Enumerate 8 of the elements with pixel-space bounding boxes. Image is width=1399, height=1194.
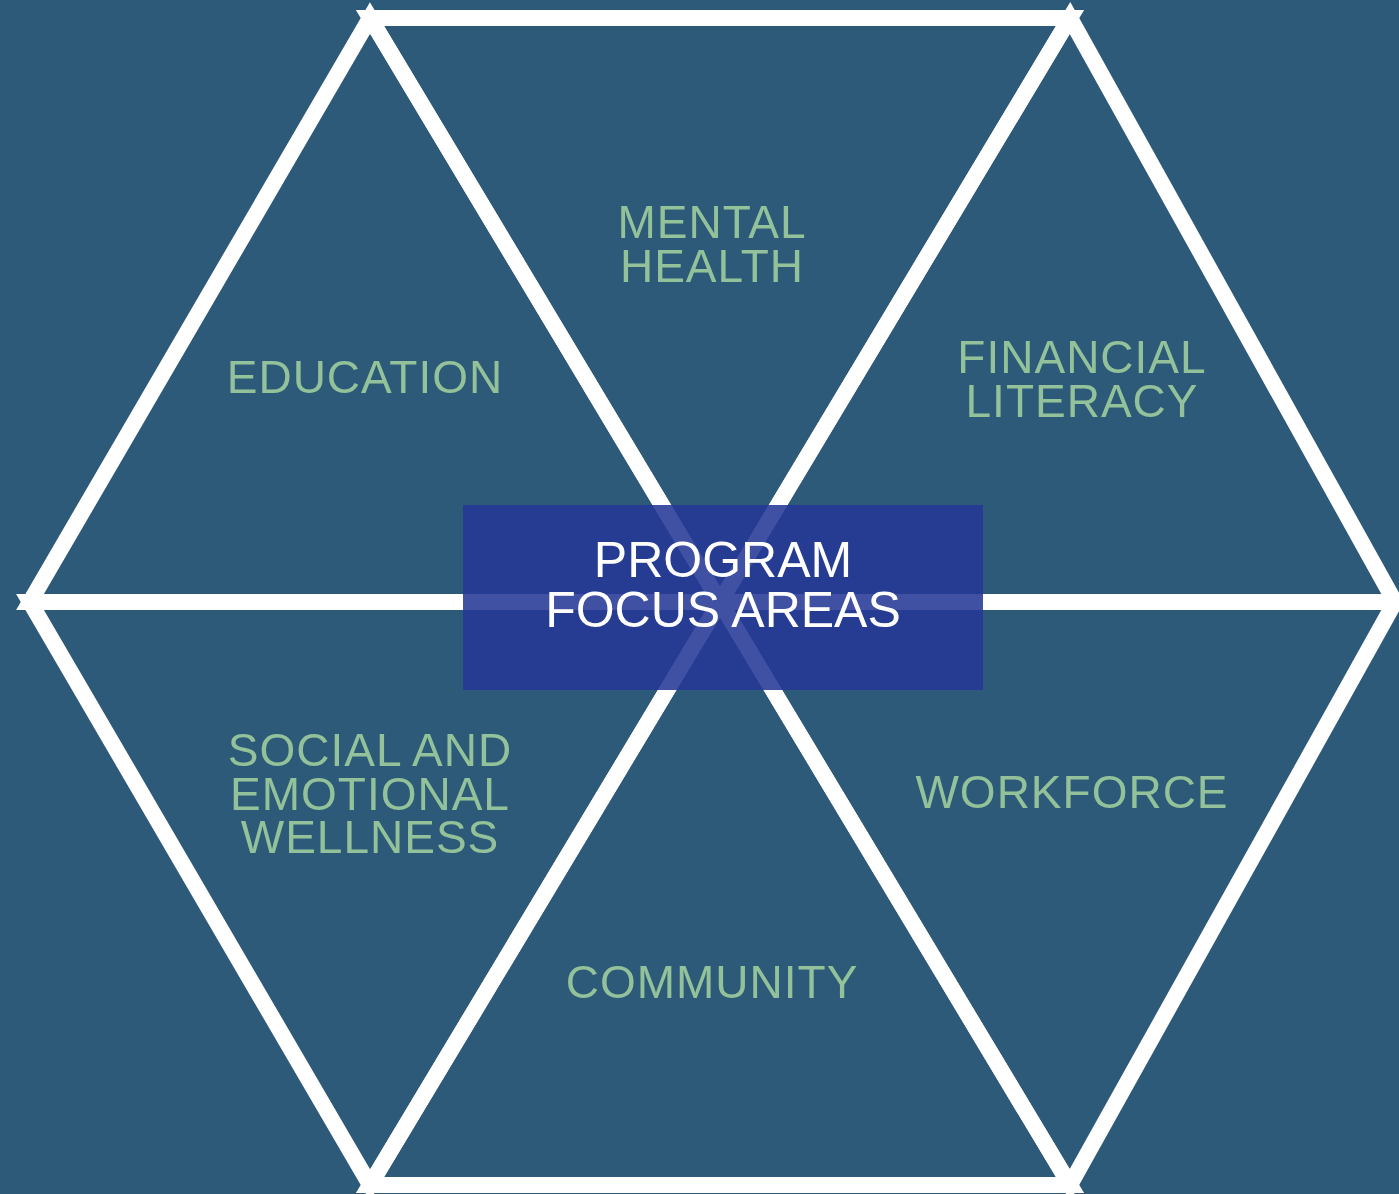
focus-area-label: EDUCATION — [225, 356, 505, 400]
focus-area-label: MENTAL HEALTH — [616, 201, 808, 289]
focus-area-label: WORKFORCE — [914, 771, 1230, 815]
title-text: PROGRAM FOCUS AREAS — [544, 534, 902, 635]
focus-area-label: COMMUNITY — [564, 961, 860, 1005]
focus-area-label: SOCIAL AND EMOTIONAL WELLNESS — [226, 729, 514, 861]
title-panel — [463, 505, 983, 690]
focus-area-label: FINANCIAL LITERACY — [956, 336, 1208, 424]
